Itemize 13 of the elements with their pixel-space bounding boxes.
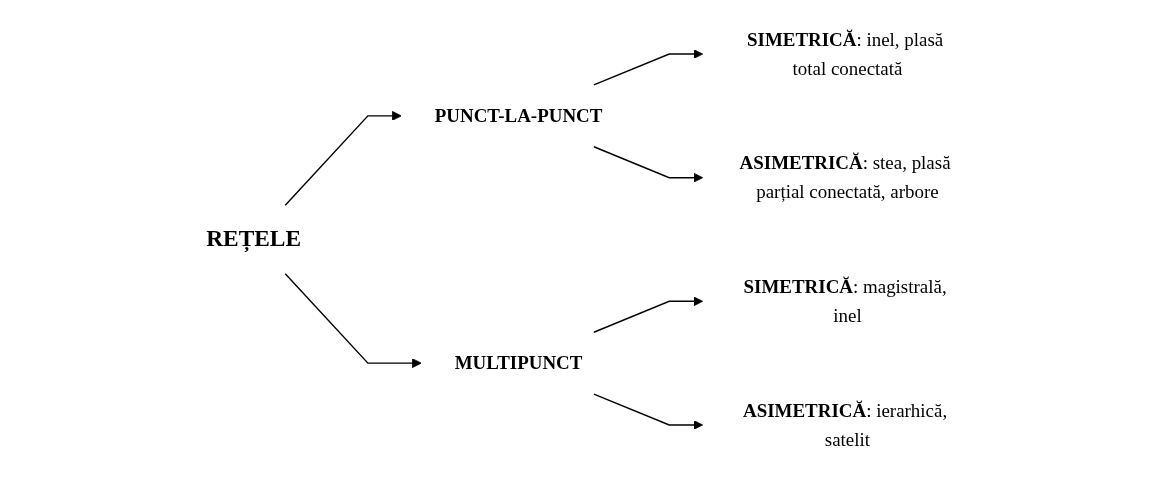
arrow — [593, 49, 704, 86]
arrow — [593, 393, 704, 430]
node-text: SIMETRICĂ: inel, plasă total conectată — [746, 28, 944, 79]
node-text: ASIMETRICĂ: stea, plasă parțial conectată, arbore — [739, 152, 951, 203]
arrow — [284, 110, 402, 206]
node-text: REȚELE — [206, 225, 302, 253]
arrow — [593, 146, 704, 183]
node-text: PUNCT-LA-PUNCT — [434, 104, 603, 127]
node-text: MULTIPUNCT — [454, 352, 583, 374]
arrow — [593, 296, 704, 333]
node-text: SIMETRICĂ: magistrală, inel — [743, 276, 947, 326]
arrow — [284, 273, 422, 369]
node-text: ASIMETRICĂ: ierarhică, satelit — [743, 399, 948, 450]
